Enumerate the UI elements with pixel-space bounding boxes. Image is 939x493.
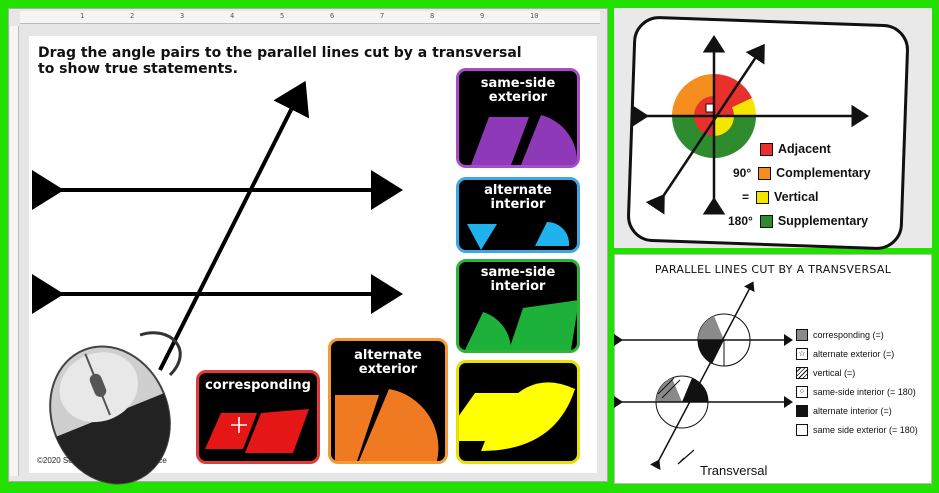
orange-swatch (758, 166, 772, 180)
card-same-side-interior[interactable]: same-side interior (456, 259, 580, 353)
transversal-label: Transversal (700, 463, 768, 478)
legend-prefix: 180° (728, 214, 753, 228)
legend-complementary: 90° Complementary (733, 166, 871, 180)
card-label: same-side interior (480, 265, 556, 294)
green-swatch (759, 214, 773, 228)
ws-legend-label: alternate exterior (=) (813, 349, 895, 359)
blue-angle-shapes (467, 221, 570, 250)
ruler-tick-label: 7 (380, 12, 385, 20)
card-label: alternate interior (484, 183, 552, 212)
ws-legend-label: vertical (=) (813, 368, 856, 378)
card-label: same-side exterior (480, 76, 556, 105)
legend-vertical: = Vertical (742, 190, 819, 204)
green-angle-shapes (465, 300, 577, 350)
legend-label: Adjacent (778, 142, 831, 156)
yellow-angle-shapes (459, 382, 575, 451)
transversal-line (158, 80, 310, 371)
gray-box (796, 329, 808, 341)
legend-prefix: = (742, 190, 750, 204)
card-alternate-interior[interactable]: alternate interior (456, 177, 580, 253)
ruler-tick-label: 6 (330, 12, 335, 20)
legend-label: Vertical (774, 190, 819, 204)
ws-legend-same-side-interior: ⁘ same-side interior (= 180) (796, 386, 916, 398)
worksheet-title: PARALLEL LINES CUT BY A TRANSVERSAL (654, 263, 892, 276)
ruler-tick-label: 2 (130, 12, 135, 20)
ws-legend-alternate-interior: alternate interior (=) (796, 405, 892, 417)
card-alternate-exterior[interactable]: alternate exterior (328, 338, 448, 464)
star-box: ☆ (796, 348, 808, 360)
legend-label: Supplementary (777, 214, 869, 228)
ruler-tick-label: 10 (530, 12, 539, 20)
legend-supplementary: 180° Supplementary (728, 214, 868, 228)
ws-legend-vertical: vertical (=) (796, 367, 855, 379)
computer-mouse-icon (49, 331, 182, 485)
card-label: alternate exterior (354, 348, 422, 377)
ruler-tick-label: 5 (280, 12, 285, 20)
angle-relationship-diagram (631, 35, 869, 215)
ws-legend-corresponding: corresponding (=) (796, 329, 884, 341)
white-box (796, 424, 808, 436)
ws-legend-label: same side exterior (= 180) (813, 425, 918, 435)
black-box (796, 405, 808, 417)
ws-legend-same-side-exterior: same side exterior (= 180) (796, 424, 918, 436)
red-swatch (760, 142, 773, 156)
ws-legend-alternate-exterior: ☆ alternate exterior (=) (796, 348, 894, 360)
instruction-text: Drag the angle pairs to the parallel lin… (38, 45, 522, 77)
legend-label: Complementary (776, 166, 871, 180)
worksheet-diagram (614, 281, 793, 471)
card-corresponding[interactable]: corresponding (196, 370, 320, 464)
red-angle-shapes (205, 409, 309, 453)
ruler-tick-label: 9 (480, 12, 485, 20)
lines-box (796, 367, 808, 379)
card-label: corresponding (205, 378, 311, 393)
card-same-side-exterior[interactable]: same-side exterior (456, 68, 580, 168)
horizontal-ruler: 1 2 3 4 5 6 7 8 9 10 (20, 11, 600, 24)
vertical-ruler (10, 26, 19, 476)
purple-angle-shapes (471, 115, 577, 165)
ruler-tick-label: 3 (180, 12, 185, 20)
legend-adjacent: Adjacent (760, 142, 831, 156)
ruler-tick-label: 4 (230, 12, 235, 20)
dots-box: ⁘ (796, 386, 808, 398)
ruler-tick-label: 8 (430, 12, 435, 20)
ws-legend-label: alternate interior (=) (813, 406, 892, 416)
orange-angle-shapes (335, 389, 439, 461)
legend-prefix: 90° (733, 166, 752, 180)
ws-legend-label: corresponding (=) (813, 330, 884, 340)
card-vertical[interactable] (456, 360, 580, 464)
move-cursor-icon (231, 417, 247, 433)
ruler-tick-label: 1 (80, 12, 85, 20)
ws-legend-label: same-side interior (= 180) (813, 387, 916, 397)
yellow-swatch (756, 190, 770, 204)
